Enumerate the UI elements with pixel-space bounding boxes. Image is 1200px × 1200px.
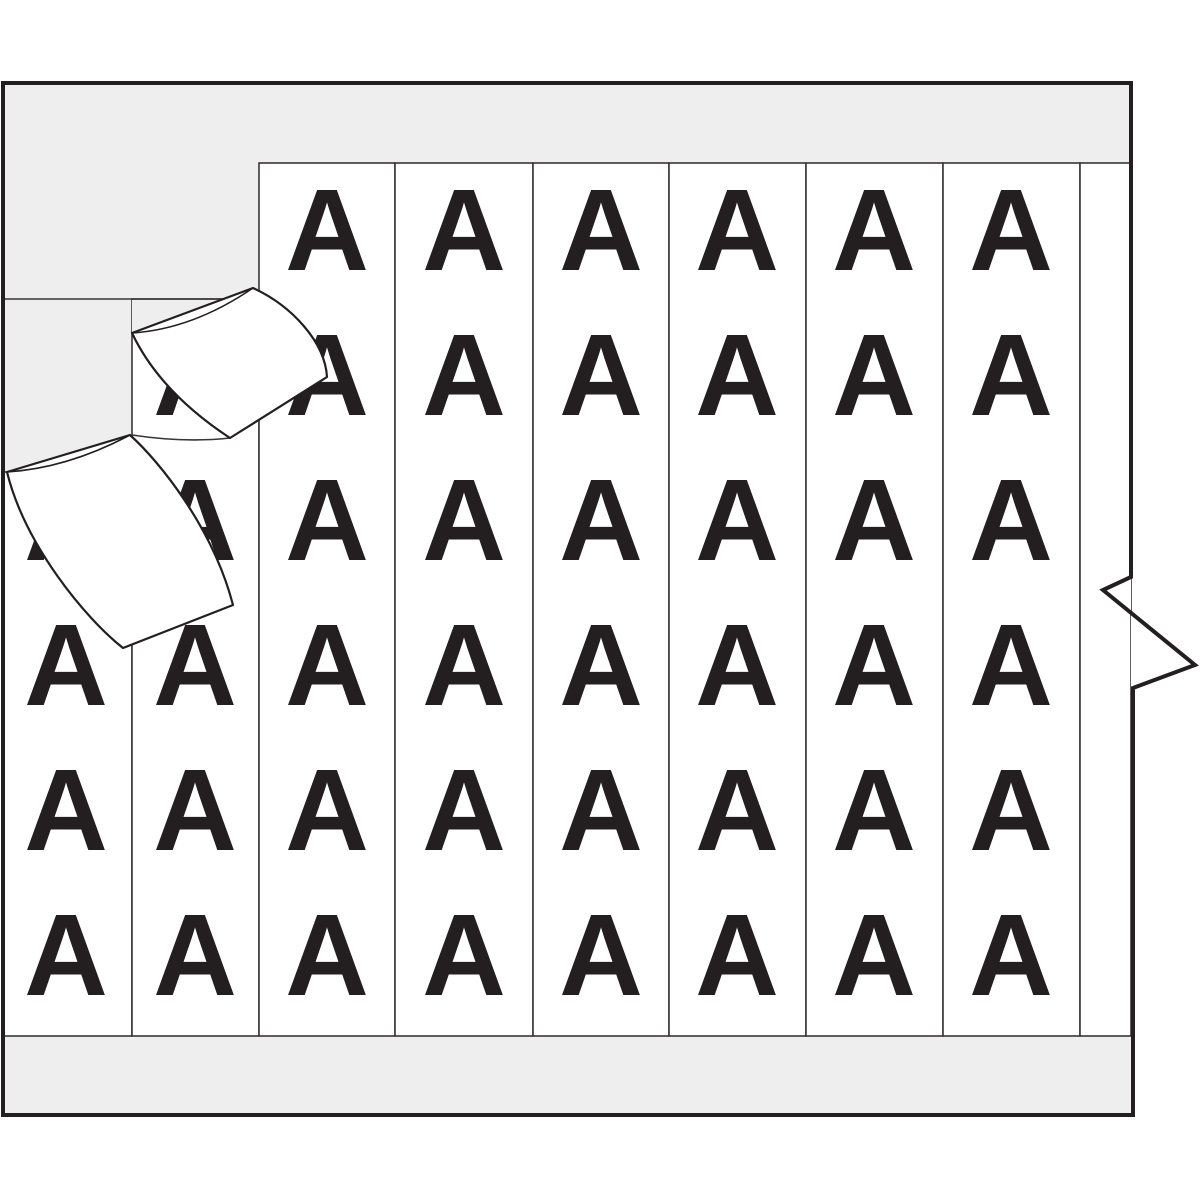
card-border	[1, 81, 1199, 1117]
marker-letter: A	[24, 890, 108, 1020]
marker-letter: A	[559, 745, 643, 875]
marker-letter: A	[695, 455, 779, 585]
peeling-label-2	[5, 433, 235, 650]
marker-letter: A	[285, 455, 369, 585]
marker-letter: A	[422, 455, 506, 585]
marker-letter: A	[832, 745, 916, 875]
liner-line	[131, 434, 231, 441]
marker-letter: A	[832, 310, 916, 440]
marker-letter: A	[832, 890, 916, 1020]
marker-letter: A	[695, 310, 779, 440]
marker-letter: A	[559, 310, 643, 440]
marker-letter: A	[695, 890, 779, 1020]
marker-letter: A	[969, 165, 1053, 295]
peeling-label-crease	[6, 434, 131, 473]
peeling-label-face	[130, 286, 329, 440]
marker-letters: AAAAAAAAAAAAAAAAAAAAAAAAAAAAAAAAAAAAAAAA…	[24, 165, 1053, 1020]
marker-letter: A	[832, 600, 916, 730]
marker-letter: A	[969, 745, 1053, 875]
marker-letter: A	[969, 310, 1053, 440]
marker-letter: A	[969, 600, 1053, 730]
marker-letter: A	[422, 310, 506, 440]
marker-letter: A	[24, 745, 108, 875]
marker-letter: A	[422, 600, 506, 730]
marker-letter: A	[422, 165, 506, 295]
marker-letter: A	[422, 745, 506, 875]
label-strip	[532, 162, 670, 1037]
label-strip	[668, 162, 807, 1037]
marker-letter: A	[695, 745, 779, 875]
peeling-label-1	[130, 286, 329, 440]
marker-letter: A	[559, 890, 643, 1020]
marker-letter: A	[422, 890, 506, 1020]
marker-letter: A	[285, 600, 369, 730]
notch-tab	[1103, 578, 1195, 690]
marker-letter: A	[285, 890, 369, 1020]
marker-letter: A	[285, 165, 369, 295]
label-strip	[394, 162, 534, 1037]
peeling-label-crease	[131, 287, 254, 334]
marker-letter: A	[559, 165, 643, 295]
marker-letter: A	[285, 745, 369, 875]
label-strip	[805, 162, 944, 1037]
liner-lines	[4, 298, 231, 441]
marker-letter: A	[559, 600, 643, 730]
marker-letter: A	[695, 600, 779, 730]
marker-letter: A	[153, 890, 237, 1020]
marker-letter: A	[969, 455, 1053, 585]
label-strip	[942, 162, 1081, 1037]
marker-letter: A	[969, 890, 1053, 1020]
marker-letter: A	[832, 165, 916, 295]
marker-letter: A	[695, 165, 779, 295]
peeling-label-face	[5, 433, 235, 650]
marker-letter: A	[559, 455, 643, 585]
marker-letter: A	[832, 455, 916, 585]
marker-letter: A	[153, 745, 237, 875]
